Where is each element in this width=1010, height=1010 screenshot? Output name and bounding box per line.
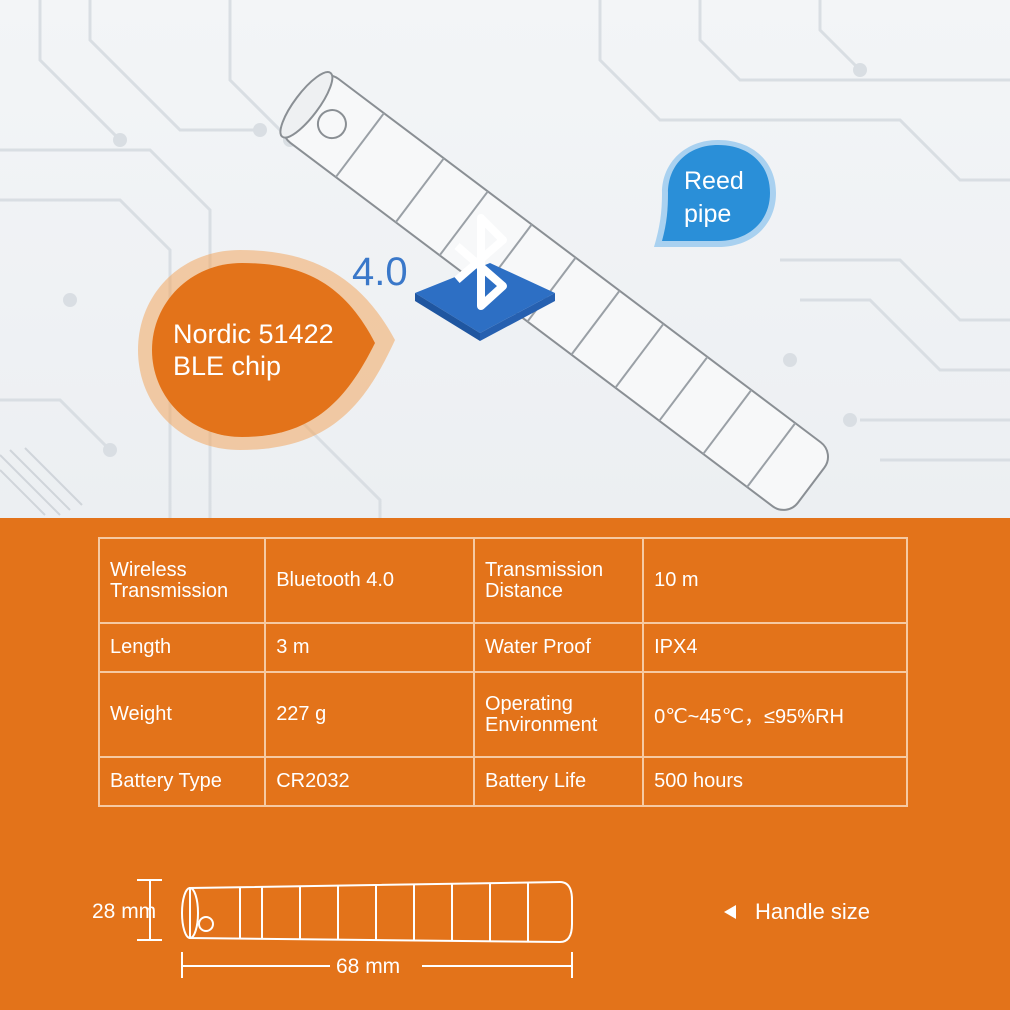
spec-value: 3 m	[264, 622, 475, 673]
handle-rod-illustration	[279, 71, 829, 511]
table-row: Battery Type CR2032 Battery Life 500 hou…	[97, 756, 908, 807]
spec-value: IPX4	[642, 622, 908, 673]
table-row: Wireless Transmission Bluetooth 4.0 Tran…	[97, 536, 908, 625]
table-row: Length 3 m Water Proof IPX4	[97, 622, 908, 673]
diameter-label: 28 mm	[92, 900, 157, 923]
pointer-arrow-icon	[724, 905, 736, 919]
length-label: 68 mm	[336, 955, 401, 978]
circuit-background	[0, 0, 1010, 518]
reed-bubble-line2: pipe	[684, 199, 732, 228]
table-row: Weight 227 g Operating Environment 0℃~45…	[97, 670, 908, 759]
chip-bubble-line1: Nordic 51422	[173, 319, 334, 349]
spec-label: Weight	[97, 670, 267, 759]
bluetooth-icon	[415, 214, 555, 341]
spec-value: 500 hours	[642, 756, 908, 807]
chip-bubble-text: Nordic 51422 BLE chip	[173, 318, 334, 383]
reed-bubble	[654, 140, 776, 247]
handle-dimension-drawing	[137, 879, 736, 978]
spec-value: 10 m	[642, 536, 908, 625]
spec-label: Battery Life	[472, 756, 645, 807]
spec-table: Wireless Transmission Bluetooth 4.0 Tran…	[97, 536, 908, 807]
spec-value: 0℃~45℃，≤95%RH	[642, 670, 908, 759]
chip-bubble	[138, 250, 395, 450]
spec-value: Bluetooth 4.0	[264, 536, 475, 625]
product-illustration: Nordic 51422 BLE chip Reed pipe 4.0	[0, 0, 1010, 518]
spec-label: Battery Type	[97, 756, 267, 807]
spec-label: Length	[97, 622, 267, 673]
chip-bubble-line2: BLE chip	[173, 351, 282, 382]
reed-bubble-line1: Reed	[684, 167, 744, 195]
spec-label: Water Proof	[472, 622, 645, 673]
handle-size-label: Handle size	[755, 899, 870, 924]
bluetooth-version: 4.0	[352, 250, 408, 294]
spec-label: Operating Environment	[472, 670, 645, 759]
spec-value: 227 g	[264, 670, 475, 759]
spec-label: Transmission Distance	[472, 536, 645, 625]
reed-bubble-text: Reed pipe	[684, 165, 744, 230]
spec-label: Wireless Transmission	[97, 536, 267, 625]
spec-value: CR2032	[264, 756, 475, 807]
